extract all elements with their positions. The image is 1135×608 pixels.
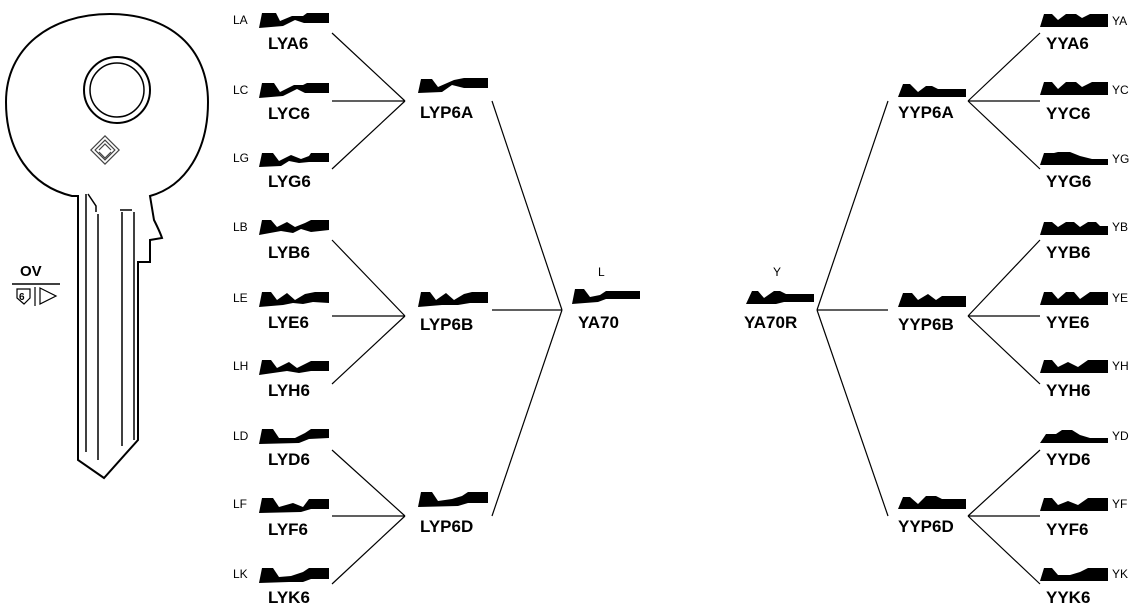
leaf-letter-la: LA	[233, 13, 248, 27]
cut-profile-lyh6	[259, 358, 329, 381]
cut-profile-lyd6	[259, 427, 329, 450]
leaf-letter-yb: YB	[1112, 220, 1129, 234]
cut-profile-lyp6b	[418, 290, 488, 313]
leaf-letter-lc: LC	[233, 83, 249, 97]
leaf-letter-yd: YD	[1112, 429, 1129, 443]
arrow-right-icon	[39, 287, 58, 305]
root-letter-l: L	[598, 265, 605, 279]
root-code-ya70r: YA70R	[744, 313, 798, 332]
cut-profile-lyb6	[259, 218, 329, 241]
cut-profile-yye6	[1040, 290, 1108, 311]
key-blank-illustration	[4, 12, 210, 480]
leaf-code-lyf6: LYF6	[268, 520, 309, 539]
cut-profile-yya6	[1040, 12, 1108, 33]
leaf-letter-yk: YK	[1112, 567, 1129, 581]
key-blade-badge	[12, 283, 60, 306]
leaf-code-yyd6: YYD6	[1046, 450, 1091, 469]
leaf-letter-ld: LD	[233, 429, 249, 443]
key-badge-number: 6	[19, 292, 25, 303]
branch-code-lyp6d: LYP6D	[420, 517, 474, 536]
leaf-letter-yf: YF	[1112, 497, 1128, 511]
leaf-letter-yh: YH	[1112, 359, 1129, 373]
leaf-code-yyb6: YYB6	[1046, 243, 1091, 262]
cut-profile-yyh6	[1040, 358, 1108, 379]
leaf-code-yyc6: YYC6	[1046, 104, 1091, 123]
leaf-code-lye6: LYE6	[268, 313, 309, 332]
leaf-letter-ye: YE	[1112, 291, 1129, 305]
leaf-code-yyf6: YYF6	[1046, 520, 1089, 539]
leaf-letter-lb: LB	[233, 220, 248, 234]
leaf-letter-yc: YC	[1112, 83, 1129, 97]
cut-profile-lyk6	[259, 566, 329, 589]
key-series-label: OV	[20, 263, 42, 280]
cut-profile-lye6	[259, 290, 329, 313]
leaf-letter-lh: LH	[233, 359, 249, 373]
leaf-code-lyb6: LYB6	[268, 243, 310, 262]
root-code-ya70: YA70	[578, 313, 619, 332]
cut-profile-yyd6	[1040, 428, 1108, 449]
leaf-letter-ya: YA	[1112, 14, 1128, 28]
cut-profile-yyc6	[1040, 80, 1108, 101]
cut-profile-yyp6a	[898, 80, 966, 103]
cut-profile-lyf6	[259, 496, 329, 519]
leaf-letter-lf: LF	[233, 497, 248, 511]
leaf-code-yyh6: YYH6	[1046, 381, 1091, 400]
leaf-code-yya6: YYA6	[1046, 34, 1089, 53]
leaf-letter-lg: LG	[233, 151, 250, 165]
leaf-code-yyk6: YYK6	[1046, 588, 1091, 607]
cut-profile-yyp6b	[898, 290, 966, 313]
leaf-code-lyk6: LYK6	[268, 588, 310, 607]
branch-code-yyp6b: YYP6B	[898, 315, 954, 334]
cut-profile-lyc6	[259, 81, 329, 104]
cut-profile-ya70r	[746, 285, 814, 310]
leaf-code-lyd6: LYD6	[268, 450, 310, 469]
branch-code-lyp6b: LYP6B	[420, 315, 474, 334]
leaf-code-lyh6: LYH6	[268, 381, 310, 400]
leaf-code-yye6: YYE6	[1046, 313, 1090, 332]
cut-profile-yyg6	[1040, 150, 1108, 171]
cut-profile-lyp6a	[418, 76, 488, 99]
leaf-code-lya6: LYA6	[268, 34, 309, 53]
cut-profile-yyb6	[1040, 220, 1108, 241]
cut-profile-yyp6d	[898, 492, 966, 515]
branch-code-yyp6a: YYP6A	[898, 103, 954, 122]
leaf-letter-yg: YG	[1112, 152, 1130, 166]
cut-profile-lyp6d	[418, 490, 488, 513]
cut-profile-yyk6	[1040, 566, 1108, 587]
leaf-letter-lk: LK	[233, 567, 248, 581]
leaf-letter-le: LE	[233, 291, 248, 305]
leaf-code-yyg6: YYG6	[1046, 172, 1092, 191]
leaf-code-lyg6: LYG6	[268, 172, 311, 191]
cut-profile-lyg6	[259, 150, 329, 173]
branch-code-yyp6d: YYP6D	[898, 517, 954, 536]
cut-profile-yyf6	[1040, 496, 1108, 517]
leaf-code-lyc6: LYC6	[268, 104, 310, 123]
cut-profile-lya6	[259, 11, 329, 34]
branch-code-lyp6a: LYP6A	[420, 103, 474, 122]
brand-logo-icon	[90, 135, 120, 165]
cut-profile-ya70	[572, 285, 640, 310]
root-letter-y: Y	[773, 265, 782, 279]
